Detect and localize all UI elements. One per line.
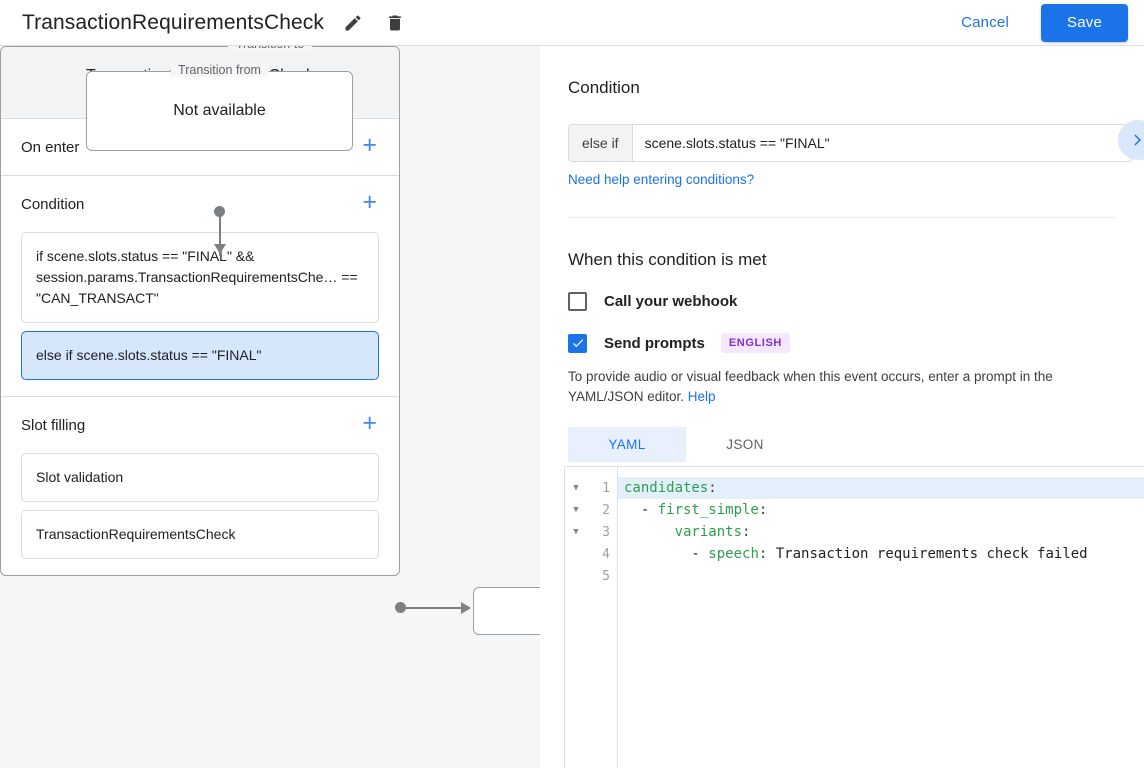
webhook-row[interactable]: Call your webhook xyxy=(568,292,1116,311)
code-key: variants xyxy=(674,524,743,540)
code-line: variants: xyxy=(618,521,1144,543)
condition-item-selected[interactable]: else if scene.slots.status == "FINAL" xyxy=(21,331,379,380)
save-button[interactable]: Save xyxy=(1041,3,1128,42)
transition-from-node[interactable]: Transition from Not available xyxy=(86,63,353,151)
top-bar: TransactionRequirementsCheck Cancel Save xyxy=(0,0,1144,46)
transition-to-legend: Transition to xyxy=(227,46,313,51)
section-title-on-enter: On enter xyxy=(21,138,80,156)
editor-format-tabs: YAML JSON xyxy=(568,427,1116,462)
code-value: Transaction requirements check failed xyxy=(767,546,1088,562)
call-webhook-checkbox[interactable] xyxy=(568,292,587,311)
add-on-enter-button[interactable]: + xyxy=(362,131,377,159)
code-key: candidates xyxy=(624,480,709,496)
connector-line-horizontal xyxy=(401,607,465,609)
send-prompts-label: Send prompts xyxy=(604,334,705,352)
fold-toggle-icon[interactable]: ▼ xyxy=(573,527,579,537)
connector-dot xyxy=(214,206,225,217)
panel-divider xyxy=(568,217,1116,218)
code-line: - speech: Transaction requirements check… xyxy=(618,543,1144,565)
connector-arrow-right xyxy=(461,602,471,614)
transition-to-node[interactable]: Transition to TransactionRequirementsChe… xyxy=(0,46,400,576)
condition-section: Condition else if Need help entering con… xyxy=(540,46,1144,218)
next-target-node[interactable] xyxy=(473,587,540,635)
language-badge: ENGLISH xyxy=(720,333,790,353)
code-indent xyxy=(624,524,675,540)
line-number: 4 xyxy=(602,546,610,562)
section-slot-filling: Slot filling + Slot validation Transacti… xyxy=(1,397,399,559)
code-line xyxy=(618,565,1144,587)
section-on-enter: On enter + xyxy=(1,119,399,176)
tab-yaml[interactable]: YAML xyxy=(568,427,686,462)
code-colon: : xyxy=(742,524,751,540)
condition-heading: Condition xyxy=(568,78,640,97)
condition-prefix-label: else if xyxy=(569,125,633,161)
page-title: TransactionRequirementsCheck xyxy=(22,10,324,34)
condition-help-link[interactable]: Need help entering conditions? xyxy=(568,172,755,187)
gutter-line: ▼3 xyxy=(565,521,617,543)
flow-canvas[interactable]: Transition from Not available Transition… xyxy=(0,46,540,768)
prompts-help-link[interactable]: Help xyxy=(687,389,716,404)
transition-from-legend: Transition from xyxy=(170,63,269,77)
code-key: first_simple xyxy=(657,502,759,518)
line-number: 2 xyxy=(602,502,610,518)
code-colon: : xyxy=(758,502,768,518)
yaml-editor[interactable]: ▼1 ▼2 ▼3 4 5 candidates: - first_simple:… xyxy=(564,466,1144,768)
section-header: Condition + xyxy=(21,176,379,232)
line-number: 1 xyxy=(602,480,610,496)
slot-filling-item[interactable]: TransactionRequirementsCheck xyxy=(21,510,379,559)
code-line: candidates: xyxy=(618,477,1144,499)
condition-input-row[interactable]: else if xyxy=(568,124,1132,162)
prompts-hint: To provide audio or visual feedback when… xyxy=(568,367,1128,407)
condition-item[interactable]: if scene.slots.status == "FINAL" && sess… xyxy=(21,232,379,323)
prompts-hint-text: To provide audio or visual feedback when… xyxy=(568,369,1053,404)
chevron-right-icon-glyph xyxy=(1134,134,1141,146)
code-indent: - xyxy=(624,502,658,518)
code-indent: - xyxy=(624,546,709,562)
connector-line-vertical xyxy=(219,212,221,256)
gutter-line: ▼2 xyxy=(565,499,617,521)
add-slot-filling-button[interactable]: + xyxy=(362,409,377,437)
code-colon: : xyxy=(758,546,768,562)
slot-filling-item[interactable]: Slot validation xyxy=(21,453,379,502)
editor-code-area[interactable]: candidates: - first_simple: variants: - … xyxy=(618,467,1144,768)
connector-arrow-down xyxy=(214,244,226,254)
gutter-line: 5 xyxy=(565,565,617,587)
code-colon: : xyxy=(708,480,717,496)
code-key: speech xyxy=(708,546,759,562)
check-icon xyxy=(572,339,583,348)
section-condition: Condition + if scene.slots.status == "FI… xyxy=(1,176,399,397)
pencil-icon[interactable] xyxy=(338,8,368,38)
line-number: 3 xyxy=(602,524,610,540)
section-title-slot-filling: Slot filling xyxy=(21,416,86,434)
condition-met-section: When this condition is met Call your web… xyxy=(540,218,1144,462)
gutter-line: 4 xyxy=(565,543,617,565)
line-number: 5 xyxy=(602,568,610,584)
call-webhook-label: Call your webhook xyxy=(604,293,738,310)
condition-expression-input[interactable] xyxy=(632,125,1131,161)
fold-toggle-icon[interactable]: ▼ xyxy=(573,483,579,493)
tab-json[interactable]: JSON xyxy=(726,437,764,452)
editor-gutter: ▼1 ▼2 ▼3 4 5 xyxy=(565,467,618,768)
send-prompts-checkbox[interactable] xyxy=(568,333,587,353)
transition-from-value: Not available xyxy=(173,102,266,119)
fold-toggle-icon[interactable]: ▼ xyxy=(573,505,579,515)
pencil-icon-glyph xyxy=(345,14,361,30)
condition-met-heading: When this condition is met xyxy=(568,250,767,269)
cancel-button[interactable]: Cancel xyxy=(951,6,1019,39)
add-condition-button[interactable]: + xyxy=(362,188,377,216)
trash-icon[interactable] xyxy=(380,8,410,38)
section-header: On enter + xyxy=(21,119,379,175)
send-prompts-row[interactable]: Send prompts ENGLISH xyxy=(568,333,1116,353)
connector-dot-out xyxy=(395,602,406,613)
section-title-condition: Condition xyxy=(21,195,85,213)
section-header: Slot filling + xyxy=(21,397,379,453)
chevron-right-icon[interactable] xyxy=(1118,120,1144,160)
code-line: - first_simple: xyxy=(618,499,1144,521)
gutter-line: ▼1 xyxy=(565,477,617,499)
trash-icon-glyph xyxy=(389,15,401,30)
